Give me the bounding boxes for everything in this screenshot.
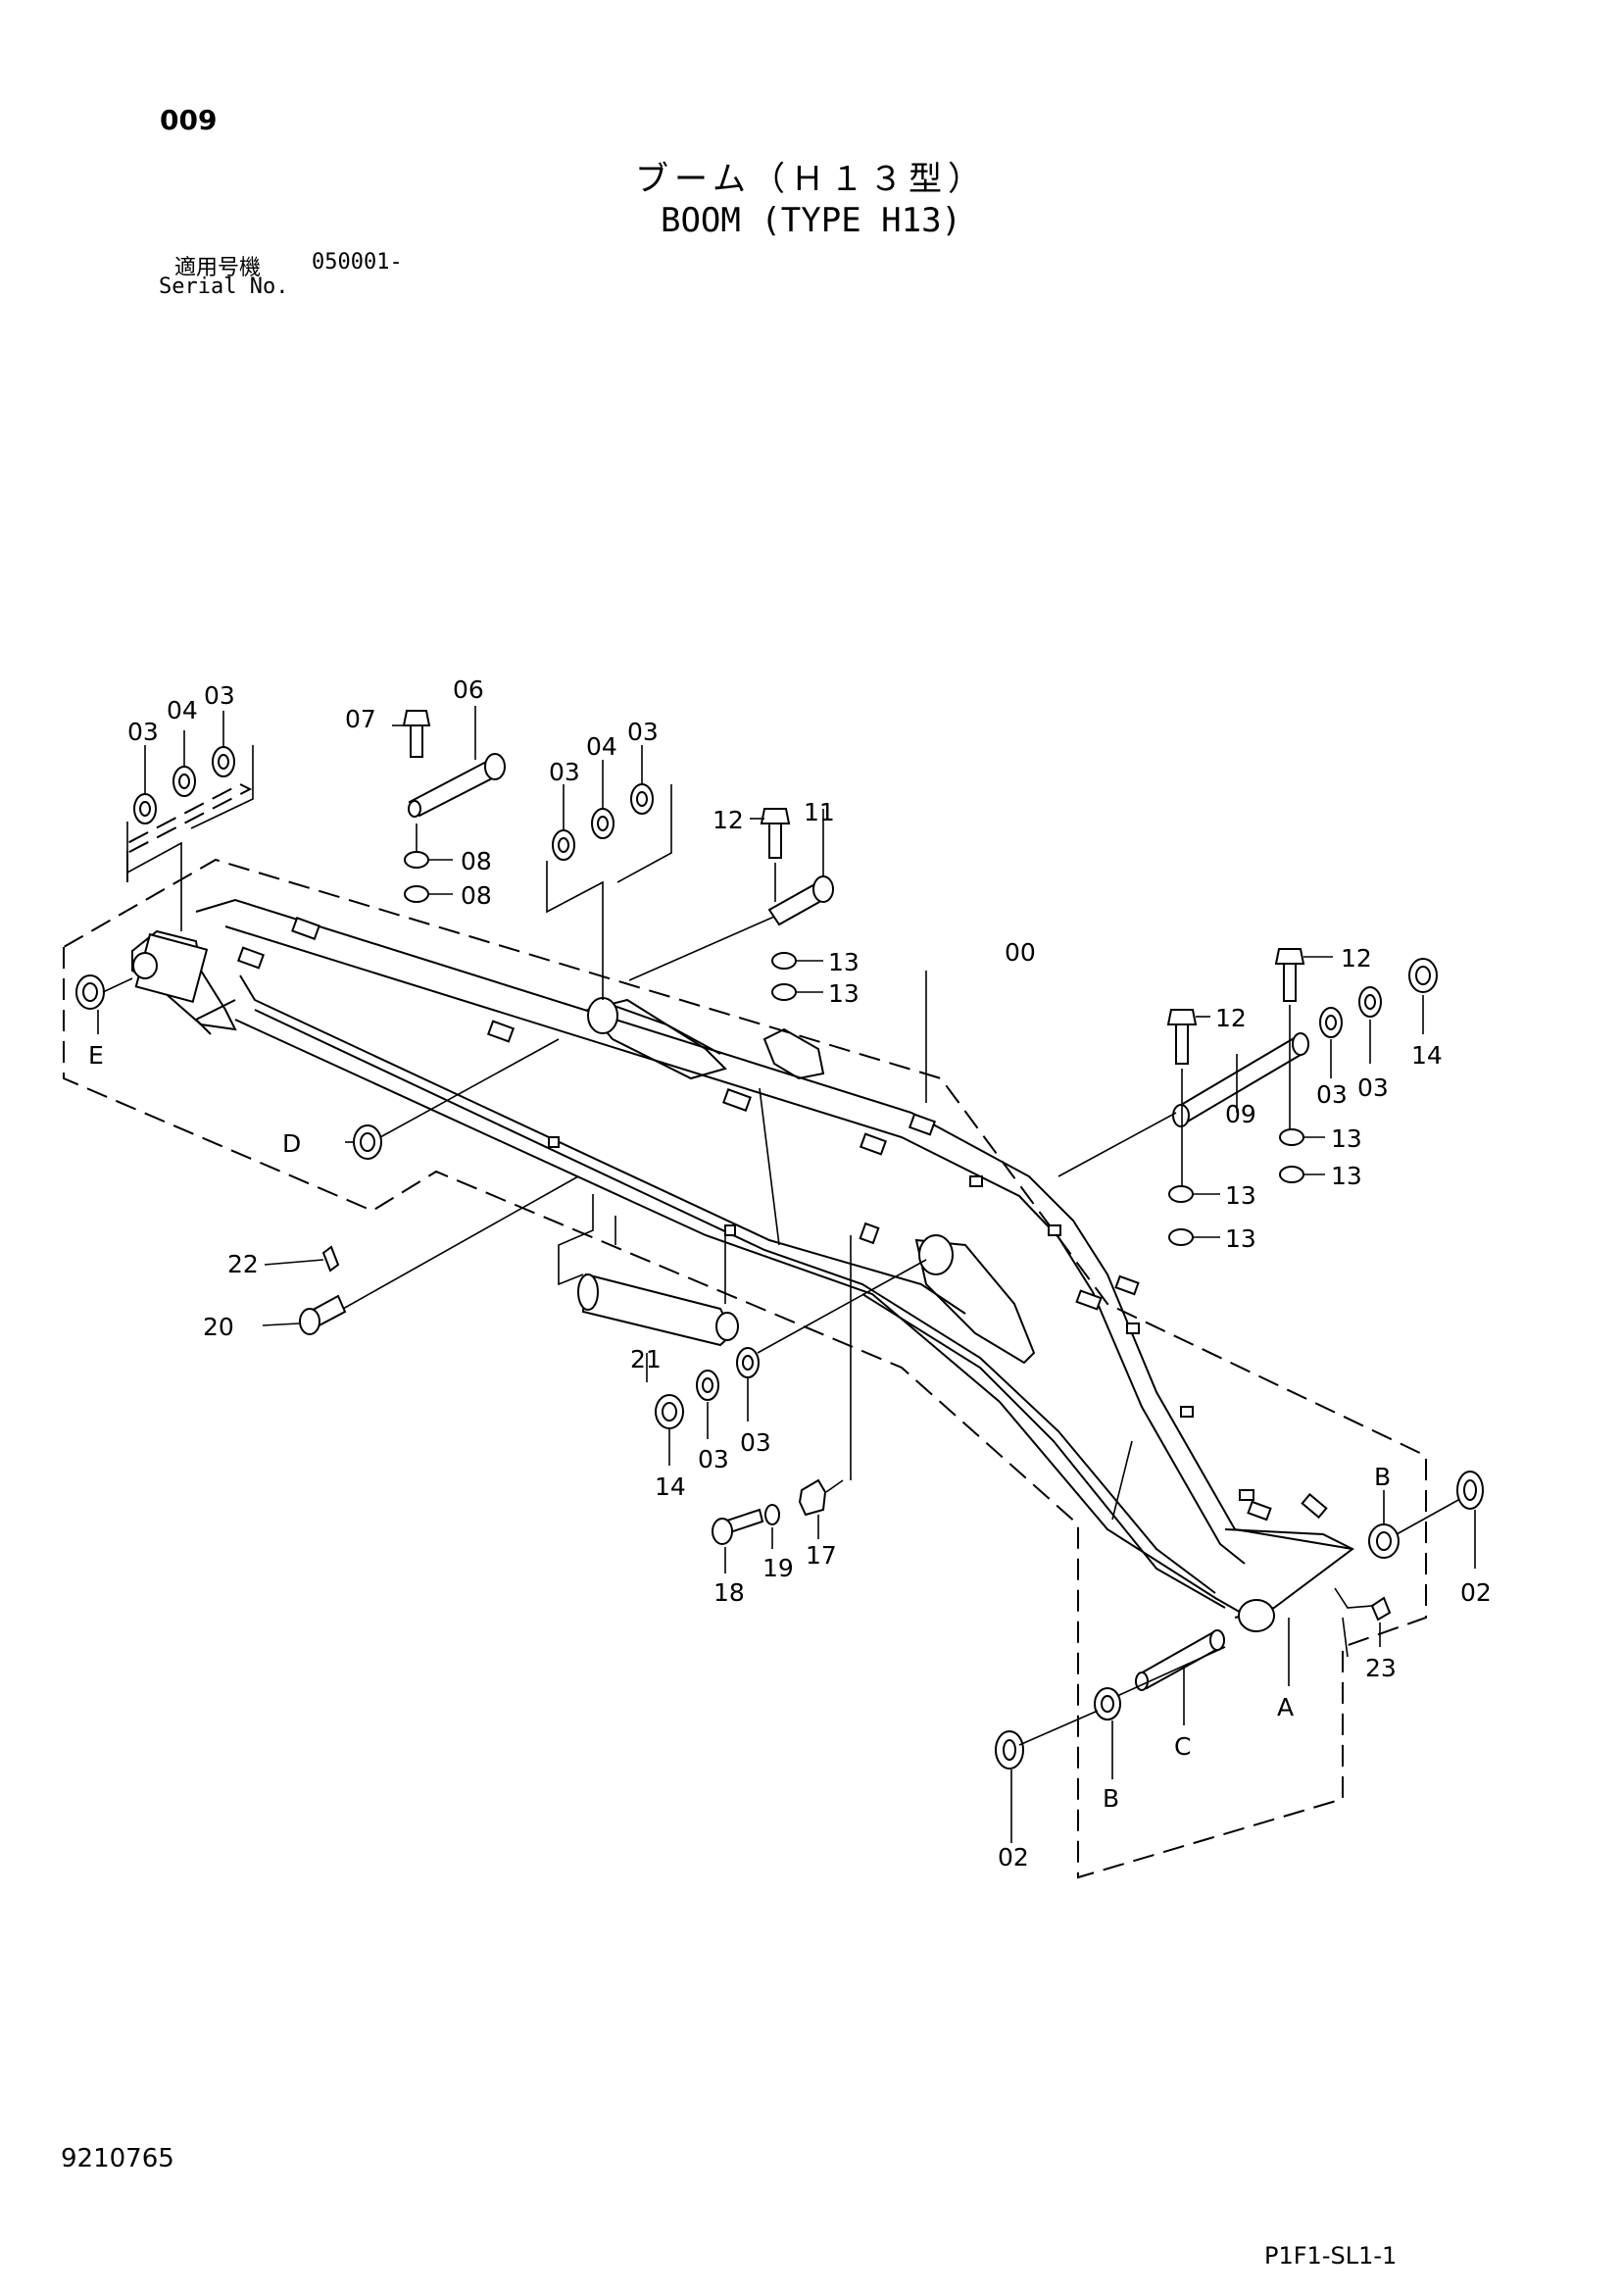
callout-11: 11 bbox=[804, 798, 835, 826]
callout-18: 18 bbox=[713, 1578, 745, 1607]
callout-07: 07 bbox=[345, 705, 376, 733]
callout-12: 12 bbox=[1341, 944, 1372, 973]
callout-08: 08 bbox=[461, 847, 492, 875]
callout-03: 03 bbox=[549, 758, 580, 786]
callout-03: 03 bbox=[740, 1428, 771, 1457]
callout-13: 13 bbox=[1225, 1224, 1256, 1253]
callout-c: C bbox=[1174, 1732, 1191, 1761]
callout-03: 03 bbox=[627, 718, 659, 746]
callout-04: 04 bbox=[167, 696, 198, 724]
callout-13: 13 bbox=[1331, 1124, 1362, 1153]
callout-03: 03 bbox=[1357, 1073, 1389, 1102]
callout-08: 08 bbox=[461, 881, 492, 910]
leader-lines bbox=[97, 706, 1476, 1843]
callout-b: B bbox=[1374, 1463, 1391, 1491]
callout-03: 03 bbox=[127, 718, 159, 746]
callout-21: 21 bbox=[630, 1345, 662, 1373]
document-number: 9210765 bbox=[61, 2144, 174, 2173]
assembly-boundary bbox=[63, 782, 1427, 1879]
serial-label-english: Serial No. bbox=[159, 275, 289, 299]
callout-14: 14 bbox=[655, 1472, 686, 1501]
callout-20: 20 bbox=[203, 1313, 234, 1341]
callout-06: 06 bbox=[453, 675, 484, 704]
callout-09: 09 bbox=[1225, 1100, 1256, 1128]
callout-a: A bbox=[1277, 1693, 1294, 1722]
callout-17: 17 bbox=[806, 1541, 837, 1570]
callout-03: 03 bbox=[1316, 1080, 1348, 1109]
callout-labels: 00 02 02 03 03 03 03 03 03 03 03 04 04 0… bbox=[88, 675, 1492, 1872]
callout-04: 04 bbox=[586, 732, 617, 761]
cylinder-21 bbox=[581, 1273, 735, 1347]
title-japanese: ブーム（Ｈ１３型） bbox=[635, 160, 987, 199]
callout-14: 14 bbox=[1411, 1041, 1443, 1070]
title-english: BOOM (TYPE H13) bbox=[660, 201, 962, 240]
callout-23: 23 bbox=[1365, 1654, 1397, 1682]
callout-13: 13 bbox=[1225, 1181, 1256, 1210]
callout-22: 22 bbox=[227, 1250, 259, 1278]
callout-b: B bbox=[1103, 1784, 1119, 1813]
callout-03: 03 bbox=[204, 681, 235, 710]
callout-02: 02 bbox=[1460, 1578, 1492, 1607]
callout-00: 00 bbox=[1005, 938, 1036, 967]
callout-13: 13 bbox=[828, 979, 860, 1008]
callout-13: 13 bbox=[1331, 1162, 1362, 1190]
callout-e: E bbox=[88, 1041, 104, 1070]
callout-19: 19 bbox=[762, 1554, 794, 1582]
callout-12: 12 bbox=[713, 806, 744, 834]
callout-13: 13 bbox=[828, 948, 860, 976]
serial-label-japanese: 適用号機 bbox=[174, 256, 262, 280]
callout-02: 02 bbox=[998, 1843, 1029, 1872]
callout-03: 03 bbox=[698, 1445, 729, 1473]
callout-d: D bbox=[282, 1129, 301, 1158]
callout-12: 12 bbox=[1215, 1004, 1247, 1032]
page-number: 009 bbox=[160, 104, 218, 136]
serial-value: 050001- bbox=[312, 250, 403, 275]
boom-body bbox=[131, 898, 1354, 1632]
page-code: P1F1-SL1-1 bbox=[1264, 2242, 1398, 2270]
